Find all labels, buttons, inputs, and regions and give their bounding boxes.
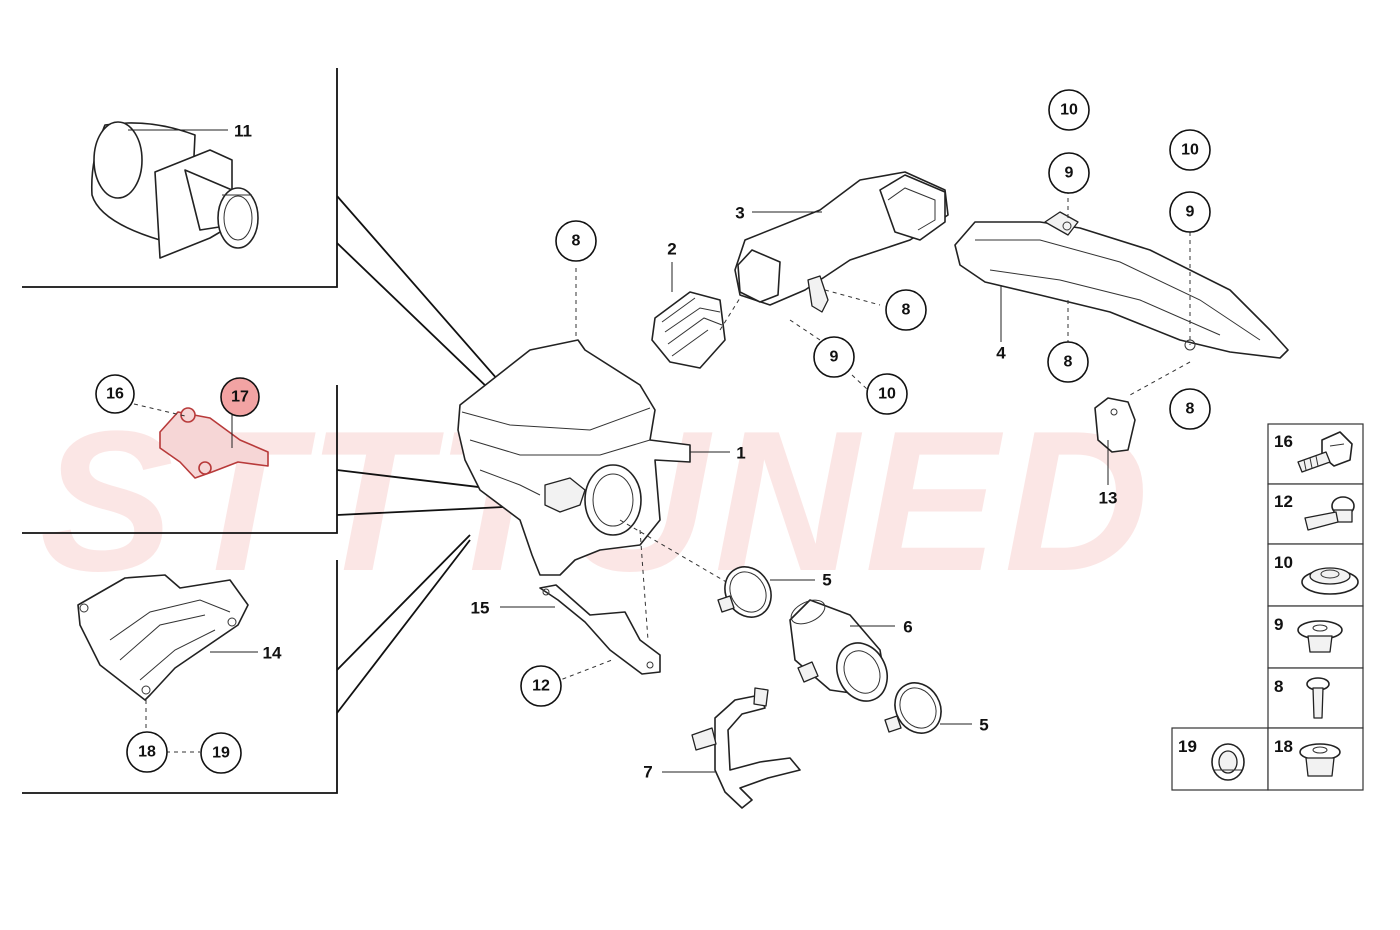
- callout-16-circle: 16: [95, 374, 135, 414]
- callout-9-a: 9: [1065, 165, 1074, 182]
- grommet-large-icon: [1301, 567, 1359, 595]
- callout-10-b-circle: 10: [1169, 129, 1211, 171]
- callout-10-mid-circle: 10: [866, 373, 908, 415]
- callout-2: 2: [667, 240, 676, 259]
- legend-label-12: 12: [1274, 492, 1293, 511]
- callout-18: 18: [138, 744, 156, 761]
- callout-18-circle: 18: [126, 731, 168, 773]
- callout-8-top: 8: [572, 233, 581, 250]
- part-bellows: [651, 262, 746, 369]
- part-hose-clamp-upper: [717, 566, 815, 618]
- part-undertray: [77, 574, 258, 753]
- callout-6: 6: [903, 618, 912, 637]
- callout-19: 19: [212, 745, 230, 762]
- callout-12: 12: [532, 678, 550, 695]
- bushing-icon: [1211, 743, 1245, 781]
- callout-8-mid-circle: 8: [885, 289, 927, 331]
- callout-10-a: 10: [1060, 102, 1078, 119]
- fastener-legend: 16 12 10 9 8 19 18: [1171, 423, 1364, 791]
- legend-label-18: 18: [1274, 737, 1293, 756]
- part-snorkel-intake: [954, 190, 1289, 396]
- callout-8-rb-circle: 8: [1169, 388, 1211, 430]
- callout-14: 14: [263, 644, 282, 663]
- part-sensor-highlighted: [133, 403, 269, 479]
- callout-9-mid: 9: [830, 349, 839, 366]
- callout-8-r: 8: [1064, 354, 1073, 371]
- callout-9-b: 9: [1186, 204, 1195, 221]
- callout-10-b: 10: [1181, 142, 1199, 159]
- callout-9-b-circle: 9: [1169, 191, 1211, 233]
- callout-17-circle: 17: [220, 377, 260, 417]
- callout-19-circle: 19: [200, 732, 242, 774]
- callout-13: 13: [1099, 489, 1118, 508]
- part-air-filter-housing: [457, 268, 741, 641]
- bolt-icon: [1304, 496, 1355, 531]
- callout-9-a-circle: 9: [1048, 152, 1090, 194]
- callout-17: 17: [231, 389, 249, 406]
- part-mounting-bracket: [500, 584, 661, 683]
- callout-10-a-circle: 10: [1048, 89, 1090, 131]
- callout-16: 16: [106, 386, 124, 403]
- legend-label-19: 19: [1178, 737, 1197, 756]
- callout-15: 15: [471, 599, 490, 618]
- part-hose-clamp-lower: [884, 682, 972, 734]
- callout-10-mid: 10: [878, 386, 896, 403]
- legend-label-9: 9: [1274, 615, 1283, 634]
- legend-label-16: 16: [1274, 432, 1293, 451]
- callout-4: 4: [996, 344, 1006, 363]
- callout-8-r-circle: 8: [1047, 341, 1089, 383]
- callout-8-mid: 8: [902, 302, 911, 319]
- callout-7: 7: [643, 763, 652, 782]
- pin-screw-icon: [1306, 677, 1330, 719]
- callouts: 11 16 17 14 18 19 8 2 3 8 9: [95, 89, 1211, 782]
- legend-label-8: 8: [1274, 677, 1283, 696]
- callout-11: 11: [234, 122, 252, 141]
- part-mass-air-tube: [789, 599, 895, 702]
- callout-1: 1: [736, 444, 745, 463]
- screw-icon: [1297, 431, 1353, 473]
- legend-label-10: 10: [1274, 553, 1293, 572]
- callout-5-bot: 5: [979, 716, 988, 735]
- callout-9-mid-circle: 9: [813, 336, 855, 378]
- grommet-small-icon: [1299, 743, 1341, 777]
- part-breather-hose: [662, 687, 801, 809]
- callout-12-circle: 12: [520, 665, 562, 707]
- part-air-filter-cartridge: [90, 121, 259, 259]
- callout-8-rb: 8: [1186, 401, 1195, 418]
- callout-3: 3: [735, 204, 744, 223]
- part-intake-duct: [734, 171, 949, 391]
- callout-5-top: 5: [822, 571, 831, 590]
- grommet-insert-icon: [1297, 620, 1343, 653]
- callout-8-top-circle: 8: [555, 220, 597, 262]
- part-bracket: [1094, 397, 1136, 485]
